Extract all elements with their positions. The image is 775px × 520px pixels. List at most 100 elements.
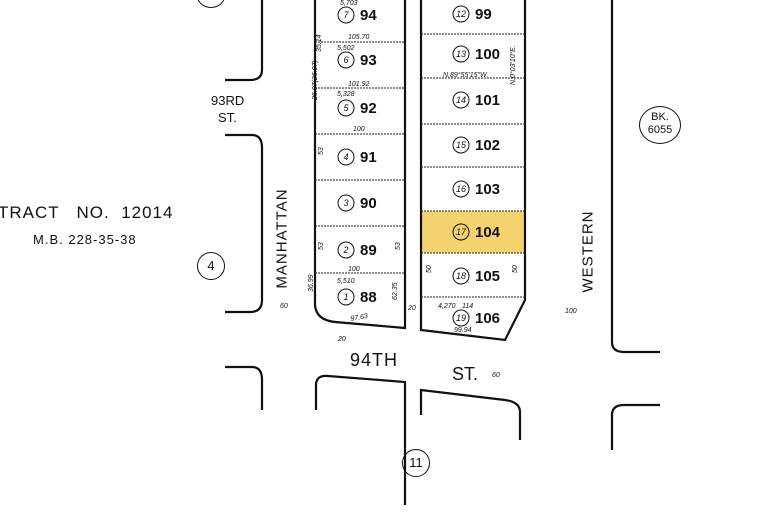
lot-index: 4: [343, 152, 348, 162]
lot-index-circle: [452, 180, 470, 198]
street-94th: 94TH: [350, 350, 399, 370]
lot-index: 6: [343, 55, 348, 65]
highlighted-lot-104[interactable]: [421, 211, 525, 253]
dimension-d18: 20: [408, 305, 416, 312]
lot-number: 106: [475, 310, 500, 327]
dimension-d14: 36.99: [308, 274, 315, 292]
dimension-d9: 53: [318, 147, 325, 155]
block-circle-11: 11: [402, 449, 430, 477]
block-outline-southeast: [610, 403, 660, 450]
dimension-d22: 50: [512, 265, 519, 273]
lot-number: 102: [475, 137, 500, 154]
street-93rd-label: 93RD: [211, 93, 244, 108]
lot-93[interactable]: 6 93: [337, 51, 377, 69]
block-outline-south-right: [419, 388, 522, 440]
lot-index-circle: [452, 45, 470, 63]
lot-index: 13: [456, 49, 466, 59]
block-circle-4: 4: [197, 252, 225, 280]
dimension-d21: 50: [426, 265, 433, 273]
lot-index-circle: [452, 136, 470, 154]
lot-index-circle: [337, 99, 355, 117]
lot-102[interactable]: 15 102: [452, 136, 500, 154]
lot-index-circle: [337, 148, 355, 166]
tract-ref: M.B. 228-35-38: [33, 232, 137, 247]
lot-index: 12: [456, 9, 466, 19]
book-reference: BK. 6055: [639, 106, 681, 144]
lot-number: 89: [360, 242, 377, 259]
lot-100[interactable]: 13 100: [452, 45, 500, 63]
dimension-d10: 53: [318, 242, 325, 250]
lot-index: 16: [456, 184, 466, 194]
dimension-d1: 5,703: [340, 0, 358, 7]
lot-91[interactable]: 4 91: [337, 148, 377, 166]
lot-index: 14: [456, 95, 466, 105]
lot-index-circle: [452, 267, 470, 285]
lot-index-circle: [337, 288, 355, 306]
lot-101[interactable]: 14 101: [452, 91, 500, 109]
block-outline-northwest: [225, 0, 264, 82]
street-93rd-st: ST.: [218, 110, 237, 125]
dimension-d3: 5,502: [337, 45, 355, 52]
lot-index-circle: [452, 5, 470, 23]
dimension-d24: 114: [462, 303, 474, 310]
dimension-d6: 5,328: [337, 91, 355, 98]
dimension-d23: 4,270: [438, 303, 456, 310]
street-manhattan: MANHATTAN: [273, 188, 291, 289]
lot-number: 99: [475, 6, 492, 23]
dimension-d11: 53: [395, 242, 402, 250]
lot-88[interactable]: 1 88: [337, 288, 377, 306]
lot-106[interactable]: 19 106: [452, 309, 500, 327]
lot-number: 88: [360, 289, 377, 306]
block-outline-south-middle: [314, 374, 407, 505]
lot-index-circle: [337, 6, 355, 24]
dimension-d8: 100: [353, 126, 365, 133]
lot-index-circle: [337, 194, 355, 212]
lot-number: 90: [360, 195, 377, 212]
dimension-d17: 60: [280, 303, 288, 310]
lot-number: 91: [360, 149, 377, 166]
dimension-d25: 99.94: [454, 327, 472, 334]
block-outline-southwest: [225, 365, 264, 410]
lot-index-circle: [452, 91, 470, 109]
street-93rd: 93RD: [211, 93, 245, 108]
dimension-d13: 5,510: [337, 278, 355, 285]
lot-89[interactable]: 2 89: [337, 241, 377, 259]
block-outline-west: [225, 133, 264, 314]
lot-index: 17: [456, 227, 467, 237]
lot-number: 103: [475, 181, 500, 198]
lot-number: 101: [475, 92, 500, 109]
lot-index-circle: [337, 51, 355, 69]
dimension-d5: 101.92: [348, 81, 370, 88]
book-label: BK.: [651, 111, 669, 123]
lot-index: 19: [456, 313, 466, 323]
lot-index-circle: [452, 309, 470, 327]
lot-99[interactable]: 12 99: [452, 5, 492, 23]
dimension-d28: 20: [338, 336, 346, 343]
block-right-outline: [419, 0, 527, 342]
lot-index: 2: [342, 245, 348, 255]
lot-number: 104: [475, 224, 501, 241]
dimension-d27: 60: [492, 372, 500, 379]
lot-index: 18: [456, 271, 466, 281]
dimension-d7: 26.07(26.07): [312, 60, 319, 100]
lot-number: 93: [360, 52, 377, 69]
tract-title: TRACT NO. 12014: [0, 203, 174, 222]
lot-index: 15: [456, 140, 467, 150]
lot-104[interactable]: 17 104: [452, 223, 501, 241]
lot-index: 1: [343, 292, 348, 302]
lot-lines: [315, 33, 525, 298]
lot-index: 5: [343, 103, 349, 113]
lot-number: 100: [475, 46, 500, 63]
lot-103[interactable]: 16 103: [452, 180, 500, 198]
street-94th-st: ST.: [452, 364, 479, 384]
lot-index-circle: [452, 223, 470, 241]
lot-index-circle: [337, 241, 355, 259]
street-western: WESTERN: [579, 210, 597, 293]
dimension-d26: 100: [565, 308, 577, 315]
